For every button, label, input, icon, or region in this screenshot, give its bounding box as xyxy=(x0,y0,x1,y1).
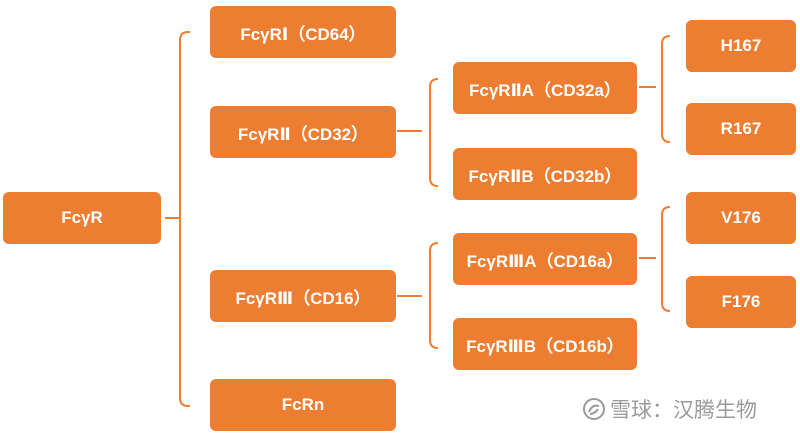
node-r167: R167 xyxy=(686,103,796,155)
fcgr2a-bracket xyxy=(639,35,671,143)
root-bracket xyxy=(165,31,189,407)
node-fcgr2b-cd32b: FcγRⅡB（CD32b） xyxy=(453,148,637,200)
fcgr2-bracket xyxy=(397,78,439,187)
fcgr3-bracket xyxy=(397,242,439,349)
node-fcrn: FcRn xyxy=(210,379,396,431)
snowball-logo-icon xyxy=(583,398,605,420)
fcgr3a-bracket xyxy=(639,206,671,312)
node-fcgr2-cd32: FcγRⅡ（CD32） xyxy=(210,106,396,158)
node-fcgr2a-cd32a: FcγRⅡA（CD32a） xyxy=(453,62,637,114)
root-bracket-ends xyxy=(188,31,190,407)
node-fcgr3b-cd16b: FcγRⅢB（CD16b） xyxy=(453,318,637,370)
node-fcgr1-cd64: FcγRⅠ（CD64） xyxy=(210,6,396,58)
node-v176: V176 xyxy=(686,192,796,244)
node-fcgr3-cd16: FcγRⅢ（CD16） xyxy=(210,270,396,322)
node-f176: F176 xyxy=(686,276,796,328)
node-h167: H167 xyxy=(686,20,796,72)
watermark-text: 雪球：汉腾生物 xyxy=(610,398,757,422)
node-fcgr: FcγR xyxy=(3,192,161,244)
watermark: 雪球：汉腾生物 xyxy=(582,394,757,424)
node-fcgr3a-cd16a: FcγRⅢA（CD16a） xyxy=(453,233,637,285)
